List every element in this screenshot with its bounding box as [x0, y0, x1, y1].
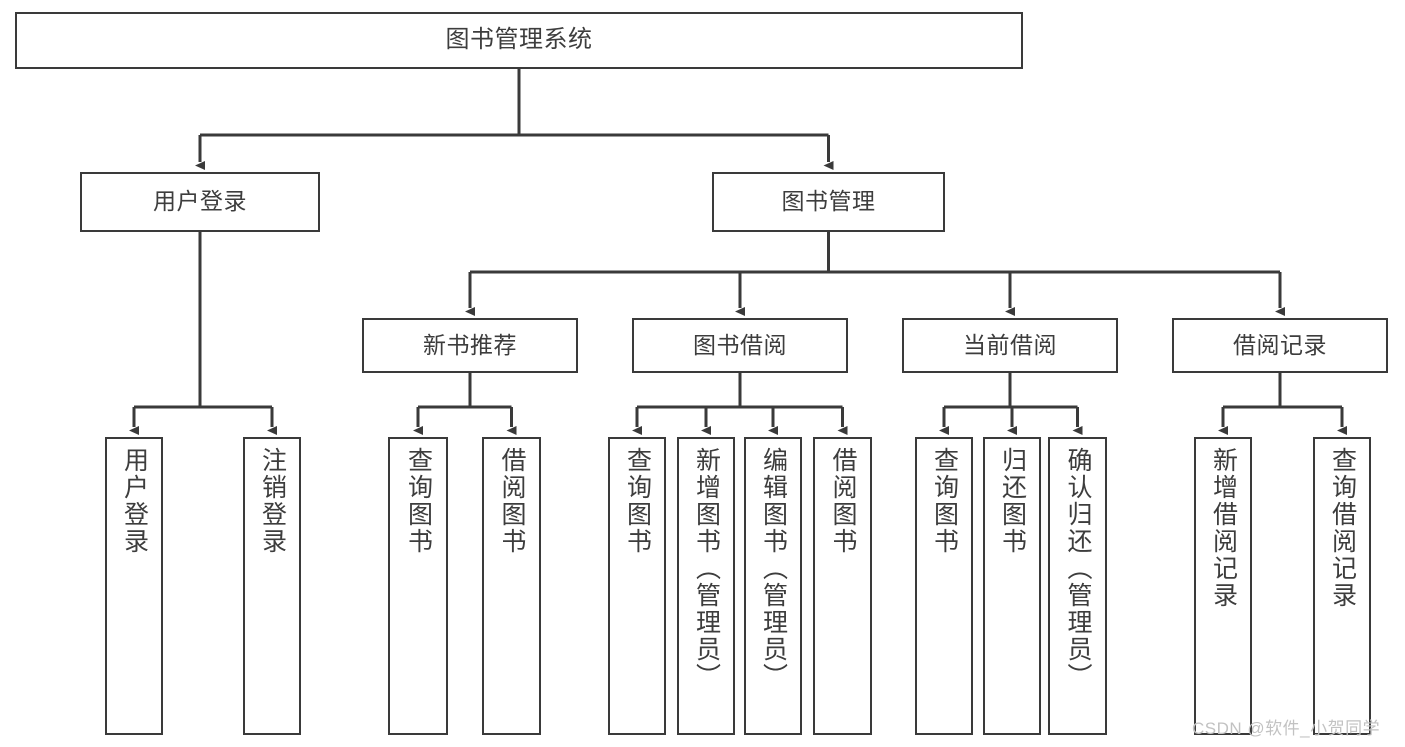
node-label-leaf-br-add: 新增借阅记录 [1209, 447, 1238, 609]
node-new-book-rec[interactable]: 新书推荐 [362, 318, 578, 373]
node-leaf-logout[interactable]: 注销登录 [243, 437, 301, 735]
node-current-borrow[interactable]: 当前借阅 [902, 318, 1118, 373]
node-leaf-user-login[interactable]: 用户登录 [105, 437, 163, 735]
node-label-leaf-bb-add: 新增图书（管理员） [692, 447, 721, 690]
node-leaf-cb-return[interactable]: 归还图书 [983, 437, 1041, 735]
node-leaf-br-query[interactable]: 查询借阅记录 [1313, 437, 1371, 735]
node-label-leaf-bb-borrow: 借阅图书 [829, 447, 857, 555]
node-book-manage[interactable]: 图书管理 [712, 172, 945, 232]
node-label-leaf-cb-query: 查询图书 [930, 447, 959, 555]
node-borrow-record[interactable]: 借阅记录 [1172, 318, 1388, 373]
node-label-book-borrow: 图书借阅 [693, 331, 787, 358]
node-label-leaf-bb-edit: 编辑图书（管理员） [759, 447, 788, 690]
node-label-root: 图书管理系统 [445, 26, 593, 54]
node-user-login[interactable]: 用户登录 [80, 172, 320, 232]
node-label-new-book-rec: 新书推荐 [423, 331, 517, 358]
node-leaf-bb-query[interactable]: 查询图书 [608, 437, 666, 735]
node-leaf-rec-query[interactable]: 查询图书 [388, 437, 448, 735]
node-label-current-borrow: 当前借阅 [963, 331, 1057, 358]
node-leaf-bb-edit[interactable]: 编辑图书（管理员） [744, 437, 802, 735]
node-label-leaf-logout: 注销登录 [258, 447, 287, 555]
node-label-user-login: 用户登录 [153, 188, 247, 215]
node-leaf-bb-add[interactable]: 新增图书（管理员） [677, 437, 735, 735]
node-leaf-rec-borrow[interactable]: 借阅图书 [482, 437, 541, 735]
node-root[interactable]: 图书管理系统 [15, 12, 1023, 69]
node-label-leaf-cb-return: 归还图书 [998, 447, 1027, 555]
node-label-leaf-rec-borrow: 借阅图书 [498, 447, 526, 555]
node-leaf-cb-confirm[interactable]: 确认归还（管理员） [1048, 437, 1107, 735]
node-label-leaf-rec-query: 查询图书 [404, 447, 433, 555]
node-book-borrow[interactable]: 图书借阅 [632, 318, 848, 373]
node-leaf-br-add[interactable]: 新增借阅记录 [1194, 437, 1252, 735]
node-label-leaf-user-login: 用户登录 [120, 447, 149, 555]
node-label-book-manage: 图书管理 [781, 188, 876, 215]
node-label-leaf-cb-confirm: 确认归还（管理员） [1064, 447, 1092, 690]
node-label-leaf-bb-query: 查询图书 [623, 447, 652, 555]
node-leaf-cb-query[interactable]: 查询图书 [915, 437, 973, 735]
node-label-leaf-br-query: 查询借阅记录 [1328, 447, 1357, 609]
node-label-borrow-record: 借阅记录 [1233, 331, 1327, 358]
node-leaf-bb-borrow[interactable]: 借阅图书 [813, 437, 872, 735]
